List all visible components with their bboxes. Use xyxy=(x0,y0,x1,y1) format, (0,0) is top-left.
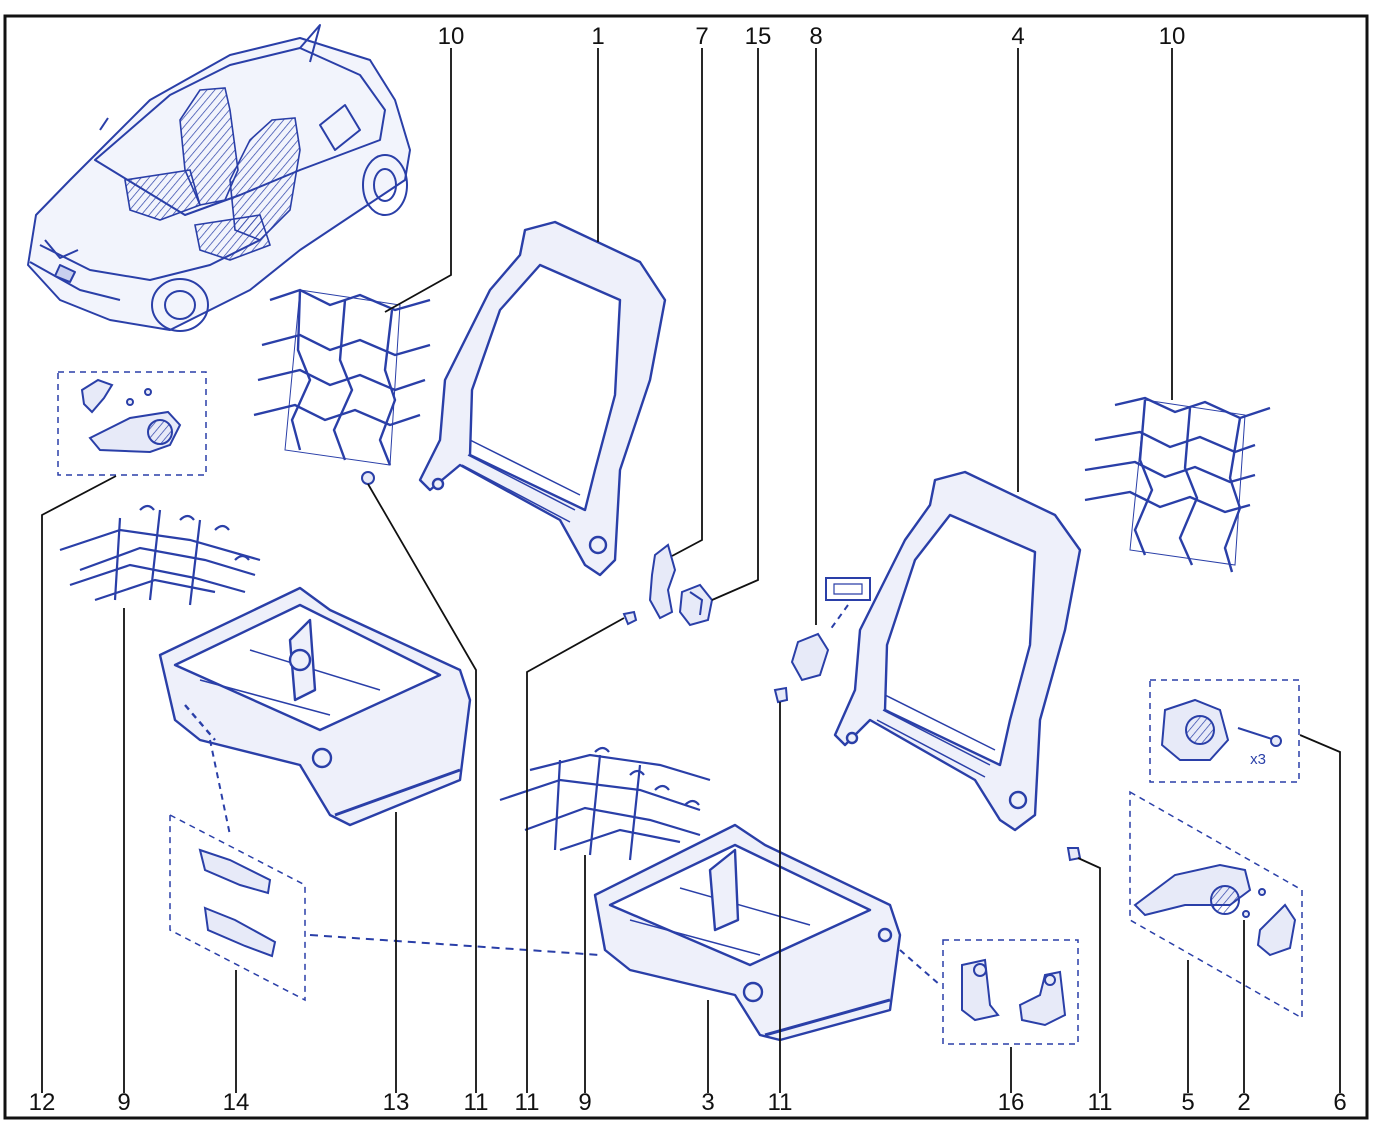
label-16: 16 xyxy=(998,1089,1025,1116)
seat-base-frame-13 xyxy=(158,586,472,827)
diagram-frame xyxy=(3,14,1369,1120)
recliner-mechanism-8 xyxy=(790,577,871,682)
label-10-top-right: 10 xyxy=(1159,23,1186,50)
label-4: 4 xyxy=(1011,23,1024,50)
label-7: 7 xyxy=(695,23,708,50)
seatback-frame-4 xyxy=(833,470,1082,832)
seatback-frame-1 xyxy=(418,220,667,577)
seatback-spring-mesh-left xyxy=(253,288,431,466)
slide-latch-kit-14 xyxy=(169,739,601,1002)
highlighted-seats xyxy=(124,87,301,261)
label-15: 15 xyxy=(745,23,772,50)
label-2: 2 xyxy=(1237,1089,1250,1116)
seat-base-frame-3 xyxy=(593,823,902,1042)
seat-spring-grid-left-9 xyxy=(59,504,261,606)
label-11-c: 11 xyxy=(768,1089,793,1116)
label-13: 13 xyxy=(383,1089,410,1116)
label-1: 1 xyxy=(591,23,604,50)
handle-kit-5 xyxy=(1129,790,1303,1020)
label-10-top-left: 10 xyxy=(438,23,465,50)
label-9-left: 9 xyxy=(117,1089,130,1116)
label-12: 12 xyxy=(29,1089,56,1116)
label-6: 6 xyxy=(1333,1089,1346,1116)
quantity-note: x3 xyxy=(1250,751,1266,768)
label-5: 5 xyxy=(1181,1089,1194,1116)
bracket-kit-16 xyxy=(899,939,1079,1045)
label-11-d: 11 xyxy=(1088,1089,1113,1116)
motor-kit-6 xyxy=(1149,679,1300,783)
leader-lines xyxy=(41,48,1341,1093)
label-11-b: 11 xyxy=(515,1089,540,1116)
recliner-knob-15 xyxy=(678,583,714,627)
seat-spring-grid-right-9 xyxy=(499,746,711,861)
recliner-cover-7 xyxy=(648,543,677,620)
label-9-right: 9 xyxy=(578,1089,591,1116)
label-11-a: 11 xyxy=(464,1089,489,1116)
handle-kit-12 xyxy=(57,371,207,476)
label-8: 8 xyxy=(809,23,822,50)
label-14: 14 xyxy=(223,1089,250,1116)
seatback-spring-mesh-right xyxy=(1084,396,1271,573)
screw-11a xyxy=(361,471,1082,862)
label-3: 3 xyxy=(701,1089,714,1116)
